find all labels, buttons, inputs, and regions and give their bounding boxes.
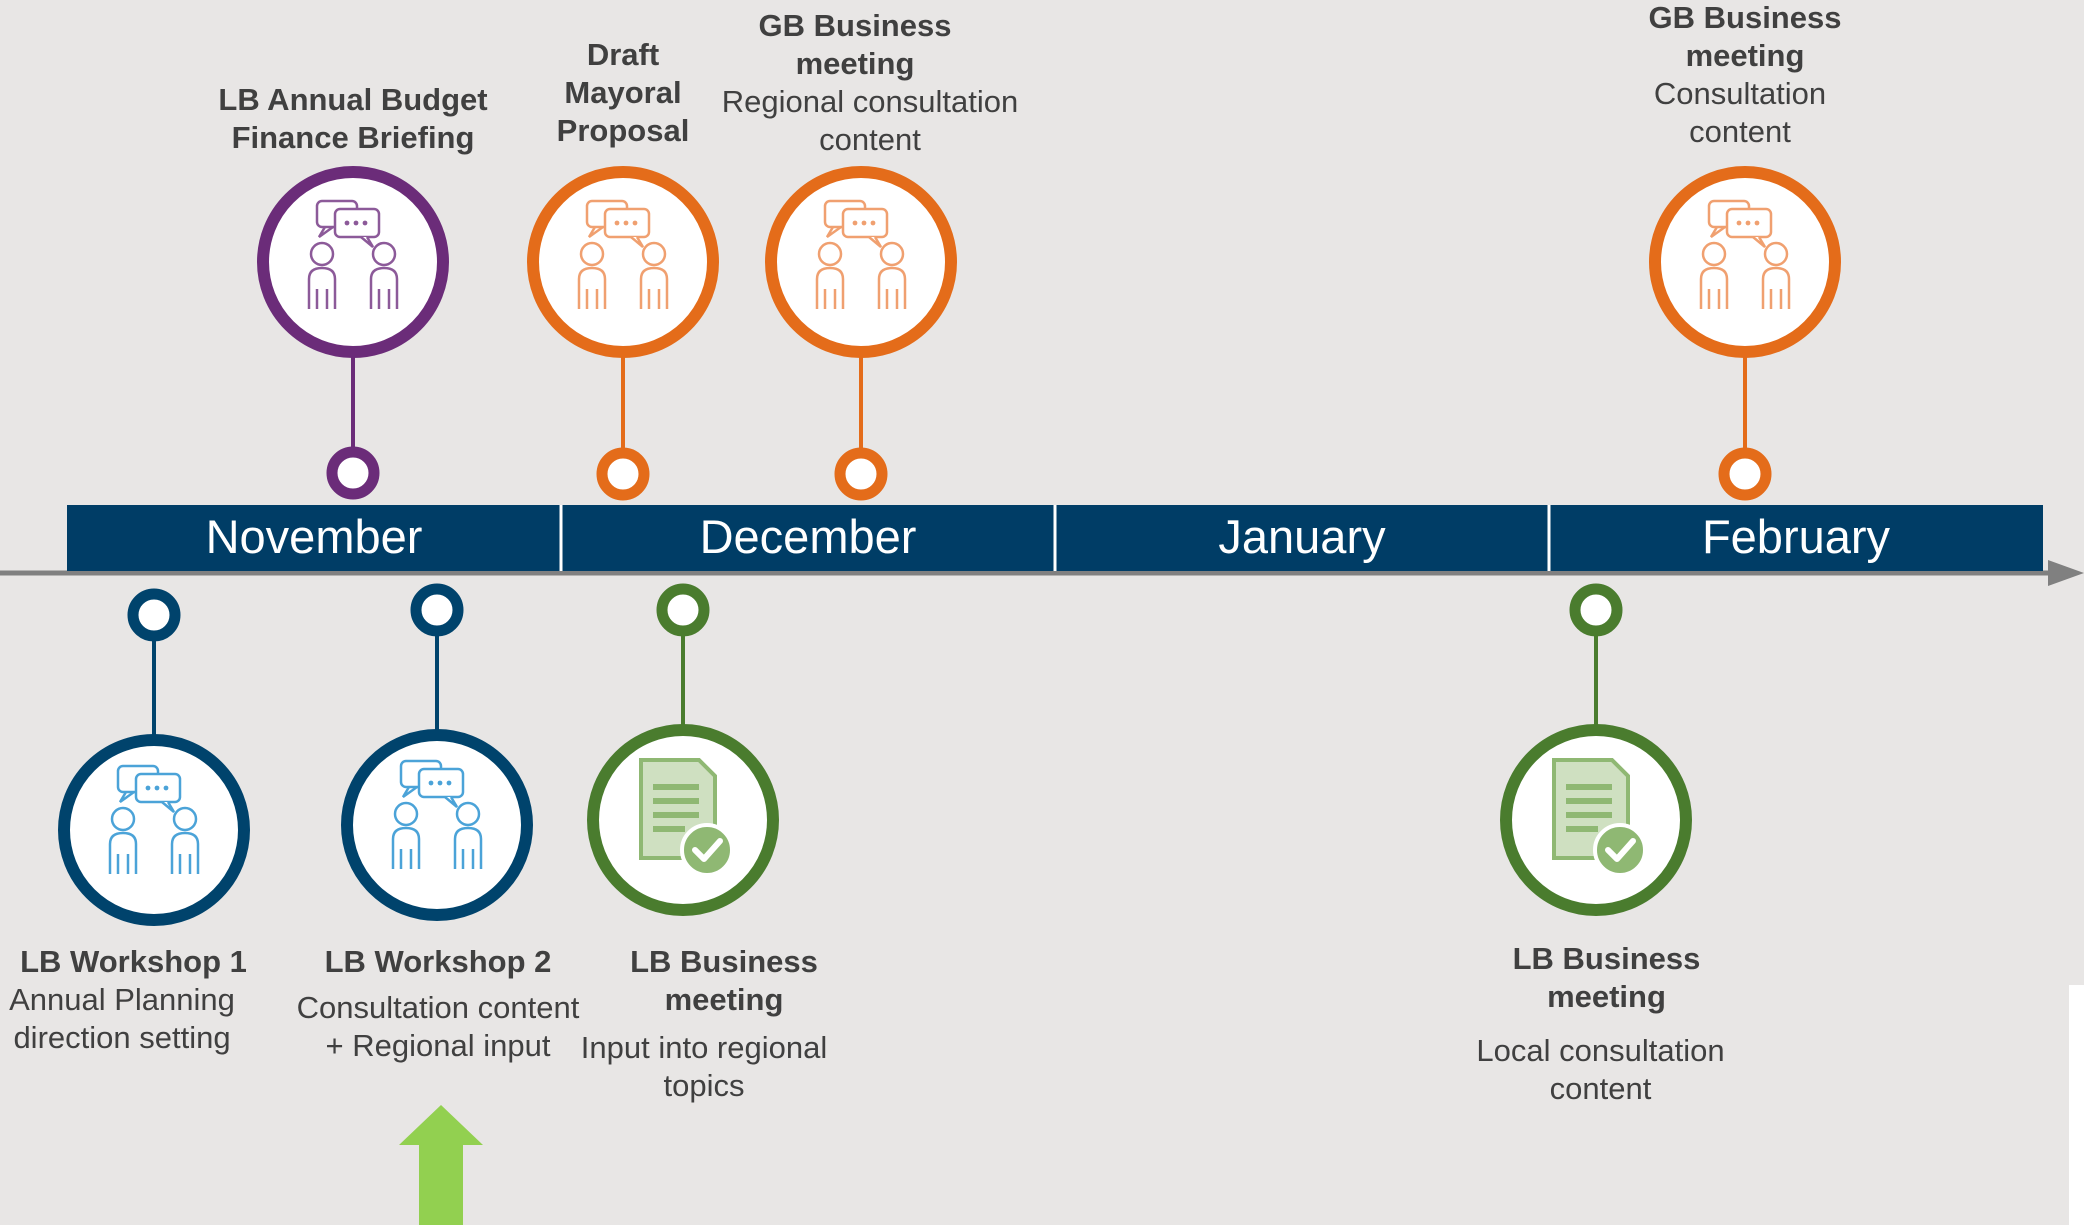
event-subtitle: Consultation content + Regional input bbox=[296, 990, 580, 1063]
event-label-gb-business-feb: GB Business meeting Consultation content bbox=[1575, 0, 1915, 151]
event-subtitle: Regional consultation content bbox=[721, 84, 1019, 157]
event-lb-annual-budget bbox=[257, 166, 449, 500]
event-title: LB Workshop 1 bbox=[20, 944, 247, 979]
event-subtitle: Input into regional topics bbox=[580, 1030, 828, 1103]
axis-arrowhead bbox=[2048, 560, 2084, 586]
event-subtitle: Consultation content bbox=[1653, 76, 1827, 149]
month-label-november: November bbox=[205, 510, 423, 563]
event-label-draft-mayoral-proposal: Draft Mayoral Proposal bbox=[523, 36, 723, 150]
edge-panel bbox=[2069, 985, 2084, 1225]
event-subtitle: Annual Planning direction setting bbox=[9, 982, 235, 1055]
event-subtitle: Local consultation content bbox=[1476, 1033, 1725, 1106]
event-title: LB Business meeting bbox=[1512, 941, 1701, 1014]
event-label-lb-business-feb: LB Business meeting Local consultation c… bbox=[1455, 940, 1755, 1108]
event-title: LB Annual Budget Finance Briefing bbox=[218, 82, 488, 155]
event-label-lb-workshop-2: LB Workshop 2 Consultation content + Reg… bbox=[278, 943, 598, 1065]
event-label-gb-business-dec: GB Business meeting Regional consultatio… bbox=[700, 7, 1040, 159]
event-title: LB Workshop 2 bbox=[324, 944, 552, 979]
event-lb-workshop-1 bbox=[58, 588, 250, 926]
month-label-february: February bbox=[1701, 510, 1891, 563]
up-arrow-icon bbox=[399, 1105, 483, 1225]
event-draft-mayoral-proposal bbox=[527, 166, 719, 501]
month-label-january: January bbox=[1218, 510, 1386, 563]
event-lb-business-dec bbox=[587, 583, 779, 916]
event-label-lb-business-dec: LB Business meeting Input into regional … bbox=[565, 943, 865, 1105]
event-lb-workshop-2 bbox=[341, 583, 533, 921]
event-label-lb-workshop-1: LB Workshop 1 Annual Planning direction … bbox=[0, 943, 266, 1057]
event-title: LB Business meeting bbox=[630, 944, 818, 1017]
event-lb-business-feb bbox=[1500, 583, 1692, 916]
month-label-december: December bbox=[699, 510, 917, 563]
event-title: Draft Mayoral Proposal bbox=[556, 37, 690, 148]
event-gb-business-dec bbox=[765, 166, 957, 501]
event-label-lb-annual-budget: LB Annual Budget Finance Briefing bbox=[203, 81, 503, 157]
event-title: GB Business meeting bbox=[758, 8, 952, 81]
event-title: GB Business meeting bbox=[1648, 0, 1842, 73]
event-gb-business-feb bbox=[1649, 166, 1841, 501]
